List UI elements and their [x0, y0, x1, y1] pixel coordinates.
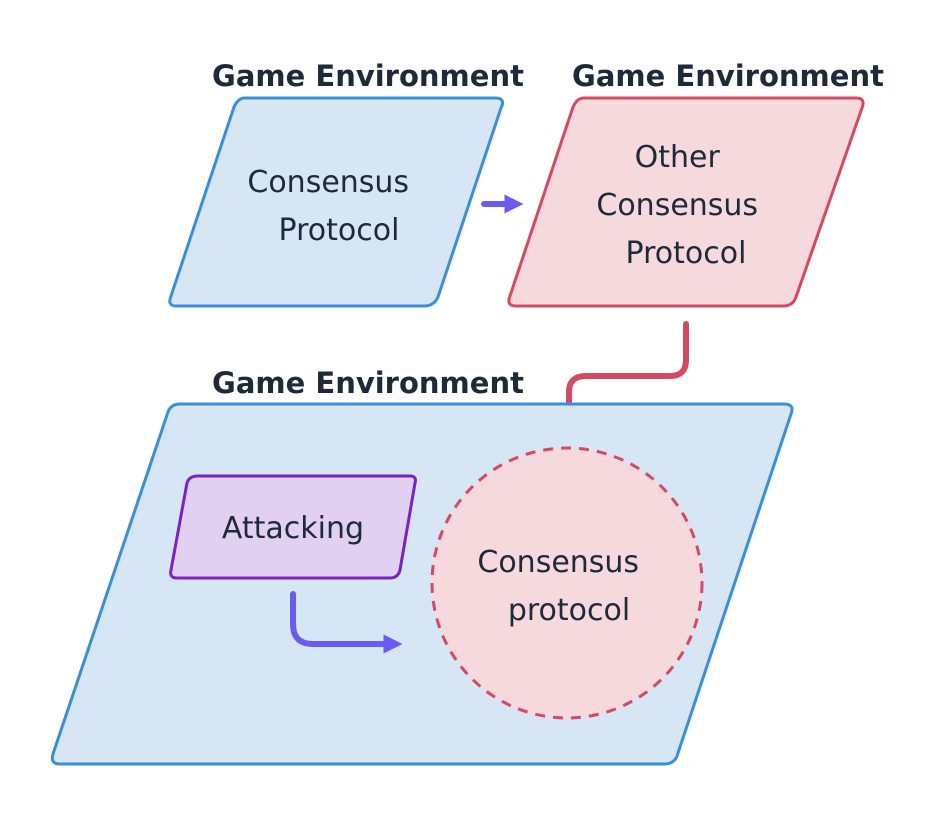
- consensus-protocol-circle-label: Consensus protocol: [477, 545, 648, 628]
- consensus-protocol-label-line-2: Protocol: [279, 213, 400, 248]
- consensus-protocol-node[interactable]: [168, 96, 504, 308]
- consensus-protocol-circle-label-line-1: Consensus: [477, 545, 639, 580]
- consensus-protocol-label: Consensus Protocol: [247, 165, 418, 248]
- group-heading-top-left: Game Environment: [212, 59, 524, 93]
- group-heading-top-right: Game Environment: [572, 59, 884, 93]
- group-heading-bottom: Game Environment: [212, 366, 524, 400]
- consensus-protocol-circle-label-line-2: protocol: [508, 593, 630, 628]
- consensus-protocol-label-line-1: Consensus: [247, 165, 409, 200]
- other-consensus-protocol-label-line-1: Other: [635, 140, 721, 175]
- arrow-other-to-circle: [559, 321, 689, 428]
- attacking-label: Attacking: [222, 511, 364, 546]
- attacking-node[interactable]: [169, 474, 417, 580]
- other-consensus-protocol-node[interactable]: [507, 96, 865, 308]
- arrow-attacking-to-circle: [290, 591, 403, 654]
- consensus-protocol-circle[interactable]: [430, 446, 704, 720]
- other-consensus-protocol-label: Other Consensus Protocol: [596, 140, 767, 271]
- other-consensus-protocol-label-line-2: Consensus: [596, 188, 758, 223]
- other-consensus-protocol-label-line-3: Protocol: [626, 236, 747, 271]
